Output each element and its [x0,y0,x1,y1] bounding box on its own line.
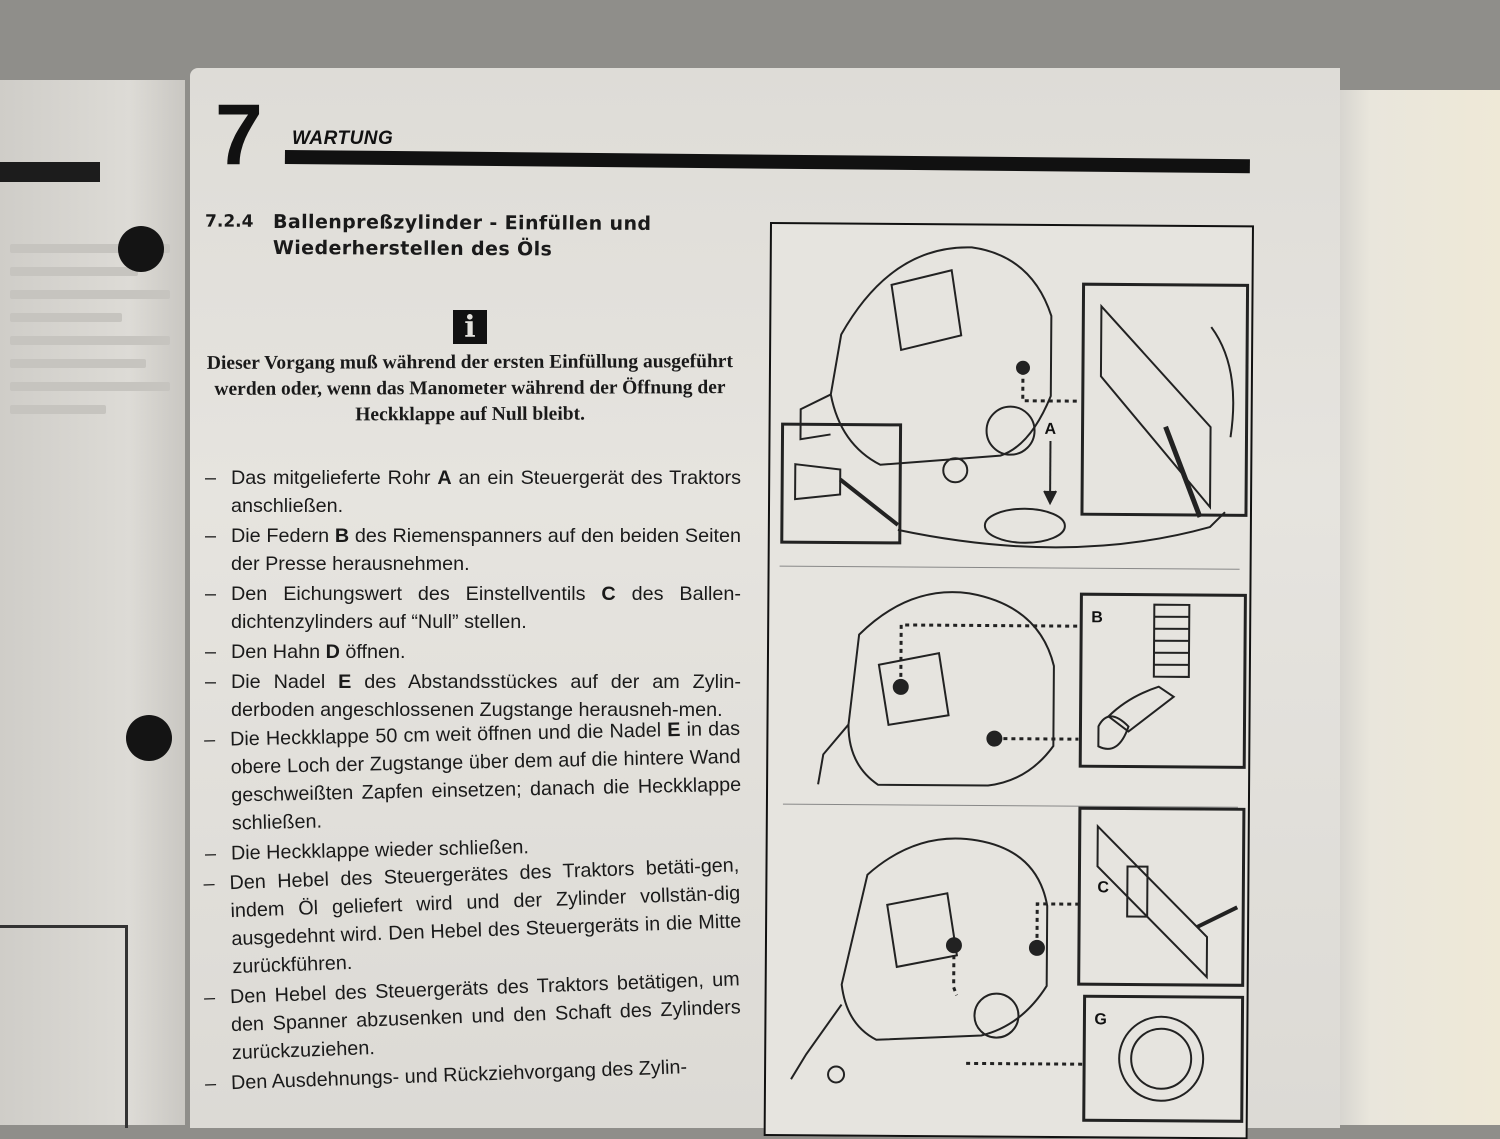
chapter-number: 7 [215,87,263,183]
info-note: Dieser Vorgang muß während der ersten Ei… [206,351,733,426]
section-number: 7.2.4 [205,211,254,232]
list-item: –Das mitgelieferte Rohr A an ein Steuerg… [205,467,741,517]
left-page-figure [0,925,128,1128]
section-title: Ballenpreßzylinder - Einfüllen und Wiede… [272,210,652,261]
list-item: –Den Eichungswert des Einstellventils C … [205,583,741,633]
list-item: –Die Federn B des Riemenspanners auf den… [205,525,741,575]
figure-label-g: G [1094,1011,1107,1028]
info-icon: i [453,310,487,345]
chapter-title: WARTUNG [292,128,394,149]
list-item: –Die Nadel E des Abstandsstückes auf der… [205,671,741,721]
list-item: –Den Hebel des Steuergeräts des Traktors… [203,968,742,1065]
binder-hole-top [118,226,164,272]
left-page-header-rule [0,162,100,182]
figure-label-b: B [1091,609,1103,626]
illustration-panel: A B C G [763,222,1254,1139]
page-stack-edge [1338,90,1500,1125]
figure-hose-connection [780,246,1250,549]
baler-illustrations: A B C G [779,246,1250,1123]
step-list: –Das mitgelieferte Rohr A an ein Steuerg… [203,464,745,1098]
text-column: 7.2.4 Ballenpreßzylinder - Einfüllen und… [203,209,745,1100]
list-item: –Den Hebel des Steuergerätes des Traktor… [203,854,742,979]
figure-label-a: A [1044,421,1056,438]
list-item: –Den Hahn D öffnen. [205,641,406,663]
list-item: –Die Heckklappe 50 cm weit öffnen und di… [203,717,742,835]
figure-valve-and-gauge [790,806,1246,1123]
left-page-bleed-text [10,230,170,428]
figure-label-c: C [1097,879,1109,896]
binder-hole-bottom [126,715,172,761]
figure-spring-removal [817,591,1247,787]
section-heading: 7.2.4 Ballenpreßzylinder - Einfüllen und… [205,209,745,264]
